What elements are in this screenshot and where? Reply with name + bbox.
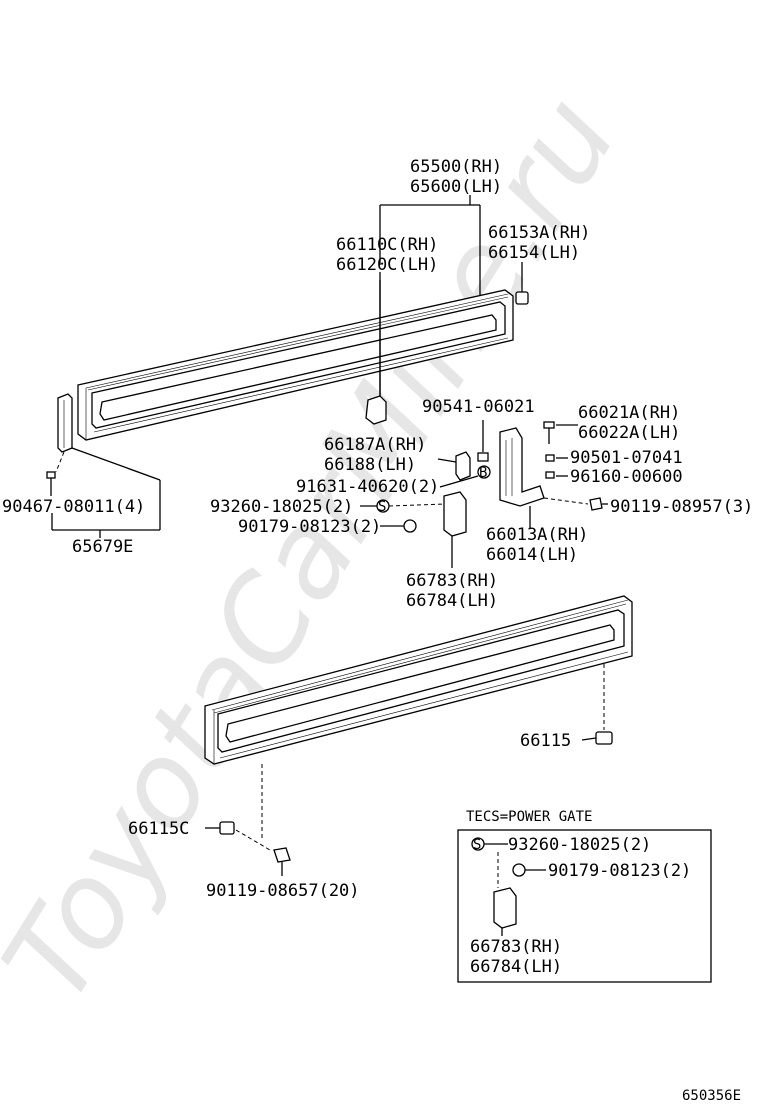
screw-90119-08657[interactable] (273, 847, 291, 876)
label-90119-08657: 90119-08657(20) (206, 881, 360, 901)
label-90467: 90467-08011(4) (2, 497, 145, 517)
label-96160: 96160-00600 (570, 467, 683, 487)
label-66187a: 66187A(RH) (324, 435, 426, 455)
label-65600: 65600(LH) (410, 177, 502, 197)
label-66022a: 66022A(LH) (578, 423, 680, 443)
label-66154: 66154(LH) (488, 243, 580, 263)
label-65679e: 65679E (72, 537, 133, 557)
label-66784: 66784(LH) (406, 591, 498, 611)
end-cap-65679e[interactable] (57, 393, 73, 453)
label-91631: 91631-40620(2) (296, 477, 439, 497)
inset-tecs-power-gate: S (457, 829, 712, 983)
lower-side-rail[interactable] (204, 595, 633, 765)
nut-96160[interactable] (545, 471, 568, 479)
label-66014: 66014(LH) (486, 545, 578, 565)
inset-label-66784: 66784(LH) (470, 957, 562, 977)
pin-90501[interactable] (545, 454, 568, 462)
screw-90467[interactable] (46, 471, 56, 496)
clip-66153a[interactable] (515, 291, 529, 305)
label-66153a: 66153A(RH) (488, 223, 590, 243)
inset-label-90179: 90179-08123(2) (548, 861, 691, 881)
washer-91631[interactable]: B (439, 465, 491, 488)
upper-side-rail[interactable] (77, 289, 514, 441)
hinge-66013a[interactable] (499, 427, 545, 528)
bolt-90119-08957[interactable] (543, 497, 608, 511)
clip-66115[interactable] (581, 664, 613, 745)
label-93260: 93260-18025(2) (210, 497, 353, 517)
label-66188: 66188(LH) (324, 455, 416, 475)
label-66115c: 66115C (128, 819, 189, 839)
label-66120c: 66120C(LH) (336, 255, 438, 275)
inset-label-93260: 93260-18025(2) (508, 835, 651, 855)
nut-90179[interactable] (380, 519, 417, 533)
label-66110c: 66110C(RH) (336, 235, 438, 255)
inset-title: TECS=POWER GATE (466, 809, 592, 825)
label-90179: 90179-08123(2) (238, 517, 381, 537)
inset-label-66783: 66783(RH) (470, 937, 562, 957)
label-66013a: 66013A(RH) (486, 525, 588, 545)
label-66021a: 66021A(RH) (578, 403, 680, 423)
label-90119-08957: 90119-08957(3) (610, 497, 753, 517)
b-mark: B (479, 465, 487, 481)
label-66115: 66115 (520, 731, 571, 751)
washer-93260[interactable]: S (360, 499, 445, 515)
inset-s-mark: S (473, 837, 481, 853)
label-65500: 65500(RH) (410, 157, 502, 177)
bolt-66021a[interactable] (543, 421, 578, 444)
label-90501: 90501-07041 (570, 448, 683, 468)
label-66783: 66783(RH) (406, 571, 498, 591)
hinge-66187a[interactable] (437, 451, 471, 481)
bracket-66783[interactable] (443, 491, 467, 568)
clip-66115c[interactable] (205, 764, 271, 851)
s-mark: S (378, 499, 386, 515)
pin-90541[interactable] (477, 420, 489, 462)
diagram-id: 650356E (682, 1088, 741, 1104)
label-90541: 90541-06021 (422, 397, 535, 417)
